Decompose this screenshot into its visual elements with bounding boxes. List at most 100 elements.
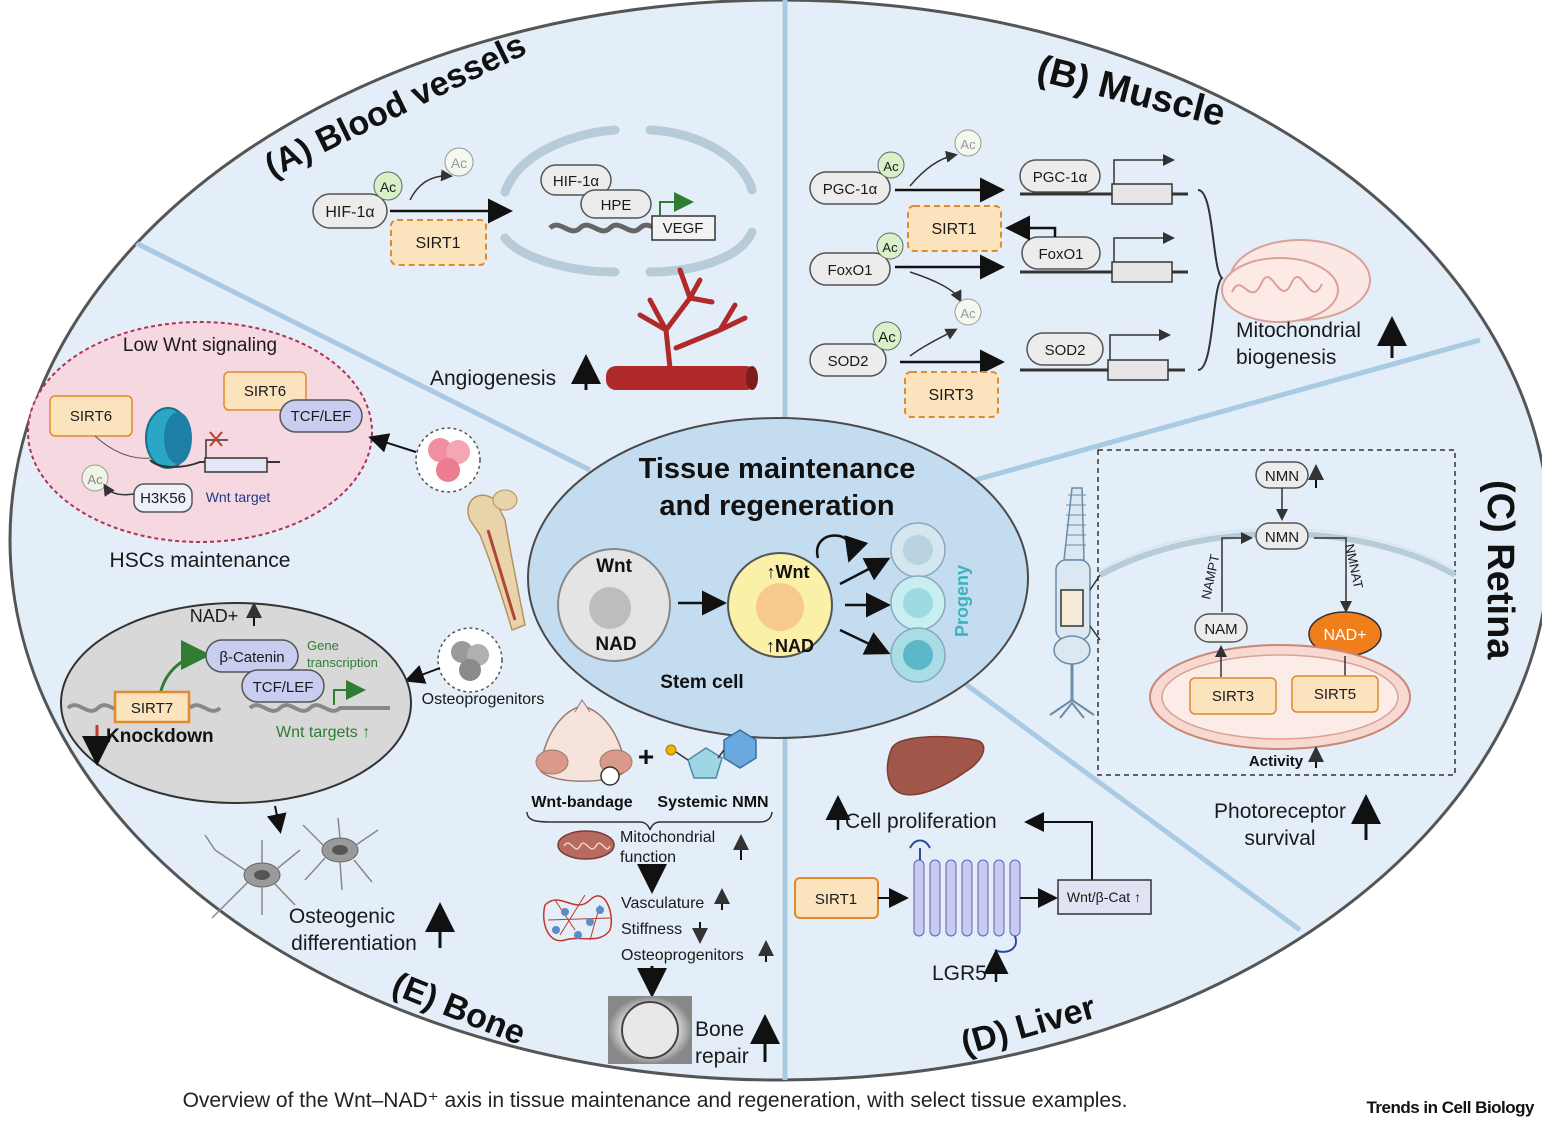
- foxo-to-sirt1-arrow: [1005, 215, 1057, 241]
- foxo-gene-box: [1111, 261, 1173, 283]
- nmn-top-label: NMN: [1265, 468, 1299, 485]
- nmn-label: NMN: [1265, 529, 1299, 546]
- liver-sirt1-label: SIRT1: [815, 891, 857, 908]
- pgc-gene-pill: [1019, 159, 1101, 193]
- figure-caption: Overview of the Wnt–NAD⁺ axis in tissue …: [182, 1089, 1128, 1112]
- hpe-pill: [580, 189, 652, 219]
- ac-released-badge: [444, 147, 474, 177]
- vessel-end: [746, 366, 758, 390]
- sod-gene-pill: [1026, 332, 1104, 366]
- activity-label: Activity: [1249, 753, 1304, 770]
- stem-cell-nucleus: [589, 587, 631, 629]
- knockdown-label: Knockdown: [106, 726, 214, 747]
- sod-pill: [809, 343, 887, 377]
- sod-gene-box: [1107, 359, 1169, 381]
- hif-pill: [312, 193, 388, 229]
- dna-strand: [548, 222, 672, 234]
- hpe-label: HPE: [601, 197, 632, 214]
- progeny-nucleus-2: [903, 588, 933, 618]
- self-renewal-arrow: [815, 534, 869, 563]
- mouse-icon: [535, 699, 633, 786]
- tcf2-label: TCF/LEF: [253, 679, 314, 696]
- resting-nad-label: NAD: [595, 634, 636, 655]
- nmn-molecule-icon: [665, 729, 757, 779]
- grey-nucleus: [60, 602, 412, 804]
- bone-repair-label-1: Bone: [695, 1018, 744, 1041]
- cristae: [1231, 275, 1323, 294]
- osteo-zoom-arrow: [404, 665, 441, 684]
- resting-wnt-label: Wnt: [596, 556, 633, 577]
- vessel: [606, 366, 756, 390]
- pgc-ac-label: Ac: [883, 159, 899, 174]
- active-wnt-label: ↑Wnt: [767, 562, 810, 582]
- sirt7-to-bcat-arrow: [158, 640, 211, 696]
- vegf-label: VEGF: [663, 220, 704, 237]
- sod-label: SOD2: [828, 353, 869, 370]
- ac-released-label: Ac: [451, 155, 467, 171]
- photoreceptor-label-1: Photoreceptor: [1214, 800, 1346, 823]
- pgc-transcription-arrow: [1113, 154, 1175, 184]
- pgc-deacetylation-arrow: [909, 150, 958, 187]
- plus-sign: +: [638, 741, 654, 772]
- nucleosome-front: [164, 412, 192, 464]
- nmnat-arrow: [1314, 537, 1352, 613]
- hif-nuc-label: HIF-1α: [553, 173, 600, 190]
- nad-label: NAD+: [1323, 627, 1366, 644]
- hsc-cell-2: [446, 440, 470, 464]
- nmn-pill: [1255, 522, 1309, 550]
- bone-repair-label-2: repair: [695, 1045, 749, 1068]
- progeny-label: Progeny: [952, 565, 972, 637]
- lgr5-receptor: [909, 839, 1021, 953]
- center-title-1: Tissue maintenance: [639, 453, 916, 485]
- bone-defect: [621, 1001, 679, 1059]
- osteoprog-label: Osteoprogenitors: [422, 691, 545, 708]
- progeny-nucleus-1: [903, 535, 933, 565]
- muscle-sirt3-label: SIRT3: [928, 387, 973, 404]
- retina-panel: (C) Retina NMN NMN NAMPT NMNAT NAM NAD+: [1049, 449, 1521, 850]
- active-nucleus: [756, 583, 804, 631]
- nam-label: NAM: [1204, 621, 1237, 638]
- pgc-label: PGC-1α: [823, 181, 878, 198]
- angiogenesis-label: Angiogenesis: [430, 367, 556, 390]
- hsc-ac-badge: [81, 464, 109, 492]
- progeny-nucleus-3: [903, 640, 933, 670]
- nucleus-dna-right: [248, 703, 390, 713]
- mito-function-label-1: Mitochondrial: [620, 829, 715, 846]
- pgc-gene-label: PGC-1α: [1033, 169, 1088, 186]
- sod-gene-label: SOD2: [1045, 342, 1086, 359]
- lgr5-label: LGR5: [932, 962, 987, 985]
- sod-deacetylation-arrow: [909, 328, 958, 357]
- wnt-target-label: Wnt target: [206, 489, 271, 505]
- retina-title: (C) Retina: [1479, 480, 1521, 660]
- active-nad-label: ↑NAD: [766, 636, 814, 656]
- sirt7-label: SIRT7: [131, 700, 173, 717]
- foxo-transcription-arrow: [1113, 232, 1175, 262]
- h3k56-box: [133, 483, 193, 513]
- zoom-box: [1097, 449, 1456, 776]
- muscle-sirt1-label: SIRT1: [931, 221, 976, 238]
- deacetylation-arrow: [409, 169, 453, 201]
- osteo-diff-label-2: differentiation: [291, 932, 417, 955]
- sirt6-box-b: [223, 371, 307, 411]
- vegf-box: [651, 215, 716, 241]
- pgc-gene-box: [1111, 183, 1173, 205]
- stiffness-label: Stiffness: [621, 921, 682, 938]
- hsc-label: HSCs maintenance: [110, 549, 291, 572]
- sirt6-label-a: SIRT6: [70, 408, 112, 425]
- sector-dividers: [128, 0, 1481, 1080]
- mito-label-1: Mitochondrial: [1236, 319, 1361, 342]
- gene-bracket: [1197, 189, 1224, 371]
- hif-nuc-pill: [540, 164, 612, 196]
- mito-function-label-2: function: [620, 849, 676, 866]
- foxo-ac-badge: [876, 232, 904, 260]
- sod-transcription-arrow: [1109, 329, 1171, 360]
- wnt-targets-transcription: [333, 680, 366, 705]
- nampt-arrow: [1221, 532, 1253, 612]
- sirt7-box: [113, 690, 191, 724]
- muscle-panel: (B) Muscle PGC-1α Ac Ac SIRT1 FoxO1 Ac A…: [809, 48, 1407, 418]
- vasculature-icon: [543, 894, 612, 942]
- nam-pill: [1194, 613, 1248, 643]
- liver-panel: (D) Liver Cell proliferation SIRT1 Wnt/β…: [794, 736, 1152, 1063]
- cell-prolif-label: Cell proliferation: [845, 810, 997, 833]
